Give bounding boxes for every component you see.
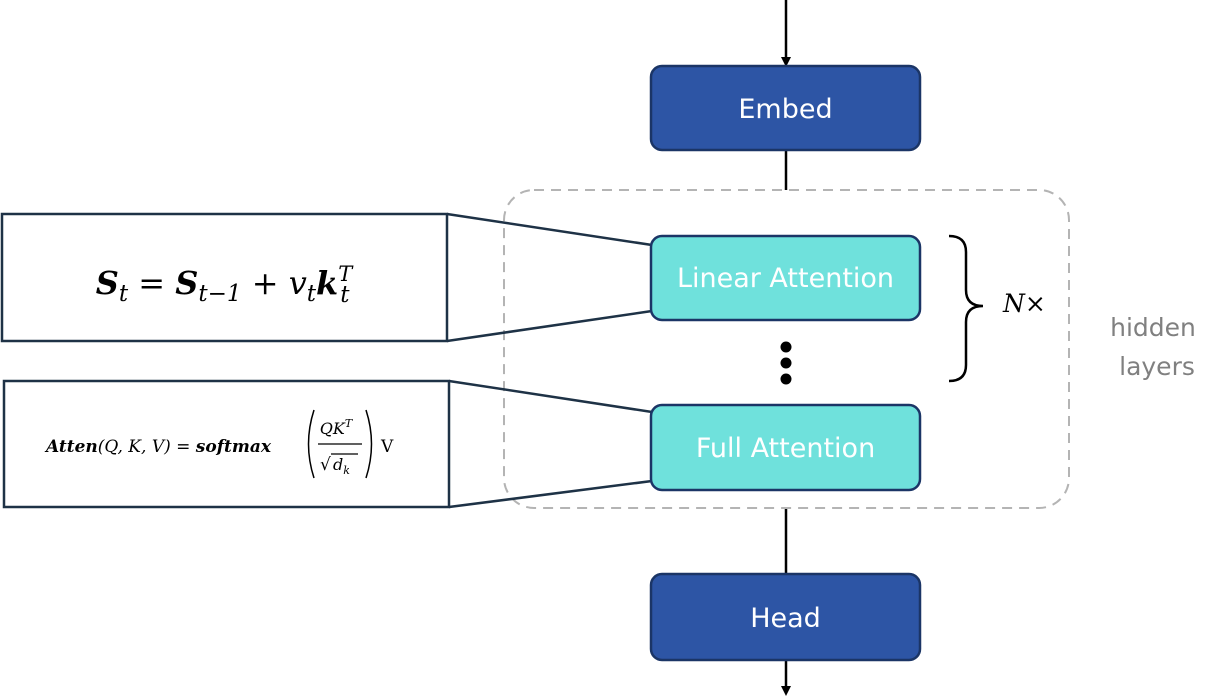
linear-formula-callout-top [446, 212, 653, 247]
full-formula-callout-bottom [448, 479, 653, 509]
full-attention-formula-box: Atten(Q, K, V) = softmax QKT √ dk V [2, 379, 451, 509]
ellipsis-dots [780, 341, 792, 385]
repeat-label: N× [1002, 289, 1046, 318]
repeat-brace [948, 234, 984, 383]
hidden-layers-label: hidden layers [1110, 313, 1204, 381]
hidden-layers-label-line1: hidden [1110, 313, 1196, 342]
full-formula-sqrt: √ [320, 455, 331, 475]
full-formula-numerator: QKT [320, 417, 354, 438]
hidden-layers-group [503, 189, 1070, 509]
full-attention-block: Full Attention [649, 403, 922, 492]
full-formula-callout-top [448, 379, 653, 414]
full-attention-label: Full Attention [696, 433, 875, 464]
head-label: Head [750, 603, 821, 634]
full-attention-formula: Atten(Q, K, V) = softmax QKT √ dk V [44, 409, 394, 479]
linear-attention-block: Linear Attention [649, 234, 922, 322]
hidden-layers-label-line2: layers [1119, 352, 1195, 381]
linear-attention-label: Linear Attention [677, 263, 894, 294]
full-formula-right-paren [365, 409, 373, 479]
full-formula-lhs: Atten(Q, K, V) = softmax [44, 437, 272, 457]
embed-label: Embed [738, 94, 832, 125]
linear-formula-callout-bottom [446, 309, 653, 343]
embed-block: Embed [649, 64, 922, 152]
full-formula-denominator: dk [333, 455, 350, 477]
full-formula-left-paren [307, 409, 315, 479]
head-block: Head [649, 572, 922, 662]
full-formula-tail: V [380, 437, 394, 457]
